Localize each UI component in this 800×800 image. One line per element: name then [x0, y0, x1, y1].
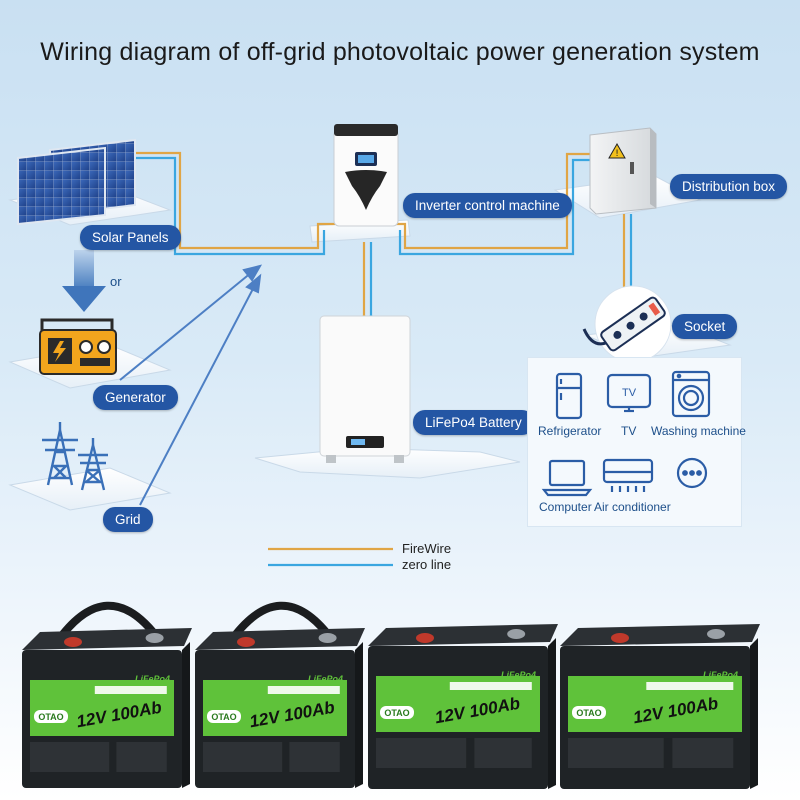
battery-warning-sticker	[568, 738, 664, 768]
solar-panels-label: Solar Panels	[80, 225, 181, 250]
battery-label: LiFePo4 Battery	[413, 410, 534, 435]
tv-icon	[606, 373, 652, 413]
positive-terminal-icon	[416, 633, 434, 643]
negative-terminal-icon	[507, 629, 526, 639]
battery-brand-text: OTAO	[576, 708, 601, 718]
battery-warning-sticker	[203, 742, 283, 772]
battery-side	[182, 642, 190, 788]
appliance-icons: TV	[541, 370, 711, 497]
battery-spec-strip	[449, 682, 532, 690]
battery-handle	[53, 601, 161, 645]
appliance-label-washing-machine: Washing machine	[651, 424, 746, 438]
legend	[268, 547, 393, 567]
socket-icon	[582, 285, 672, 363]
positive-terminal-icon	[237, 637, 255, 647]
battery-brand-badge	[572, 706, 606, 719]
appliance-label-refrigerator: Refrigerator	[538, 424, 602, 438]
generator-label: Generator	[93, 385, 178, 410]
negative-terminal-icon	[145, 633, 164, 643]
air-conditioner-icon	[602, 458, 654, 492]
inverter-icon	[333, 124, 399, 227]
inverter-label: Inverter control machine	[403, 193, 572, 218]
zero-line-distribution	[398, 158, 590, 256]
appliance-label-tv: TV	[621, 424, 637, 438]
battery-brand-text: OTAO	[38, 712, 63, 722]
battery-side-label: LiFePo4	[703, 670, 738, 680]
battery-warning-sticker	[376, 738, 467, 768]
battery-warning-sticker	[30, 742, 110, 772]
input-arrows	[119, 264, 263, 506]
generator-icon	[39, 318, 117, 375]
positive-terminal-icon	[611, 633, 629, 643]
zero-line-solar	[135, 156, 326, 256]
battery-handle	[226, 601, 334, 645]
battery-lid	[560, 624, 760, 646]
more-icon	[676, 457, 708, 489]
socket-label: Socket	[672, 314, 738, 339]
solar-panels	[17, 138, 136, 226]
wiring	[135, 151, 634, 321]
battery-info-sticker	[474, 738, 532, 768]
washing-machine-icon	[671, 370, 711, 418]
battery-spec-strip	[267, 686, 340, 694]
positive-terminal-icon	[64, 637, 82, 647]
battery-side	[548, 638, 556, 789]
distribution-box-label: Distribution box	[670, 174, 788, 199]
appliance-label-computer: Computer	[539, 500, 592, 514]
battery-lid	[368, 624, 558, 646]
battery-lid	[22, 628, 192, 650]
battery-brand-text: OTAO	[211, 712, 236, 722]
battery-side-label: LiFePo4	[308, 674, 343, 684]
appliance-label-air-conditioner: Air conditioner	[594, 500, 671, 514]
negative-terminal-icon	[318, 633, 337, 643]
computer-icon	[541, 459, 593, 497]
down-arrow-icon	[62, 250, 106, 312]
battery-info-sticker	[116, 742, 167, 772]
distribution-box-icon: !	[589, 127, 657, 215]
tv-screen-text: TV	[622, 387, 637, 399]
battery-lid	[195, 628, 365, 650]
battery-info-sticker	[289, 742, 340, 772]
battery-side-label: LiFePo4	[135, 674, 170, 684]
fire-wire-distribution	[395, 152, 590, 250]
legend-zero-line-label: zero line	[402, 557, 452, 572]
fire-wire-solar	[135, 151, 335, 250]
or-text: or	[110, 274, 122, 289]
battery-brand-badge	[380, 706, 414, 719]
battery-brand-text: OTAO	[384, 708, 409, 718]
diagram-title: Wiring diagram of off-grid photovoltaic …	[40, 38, 760, 66]
battery-side-label: LiFePo4	[501, 670, 536, 680]
battery-brand-badge	[34, 710, 68, 723]
power-grid-icon	[42, 422, 108, 491]
wall-battery-icon	[319, 315, 411, 463]
grid-label: Grid	[103, 507, 153, 532]
battery-spec-strip	[646, 682, 734, 690]
battery-side	[750, 638, 758, 789]
svg-text:!: !	[615, 149, 619, 159]
appliances-panel: TV Refrigerator TV Washing machine Compu…	[527, 357, 746, 527]
battery-info-sticker	[672, 738, 734, 768]
battery-brand-badge	[207, 710, 241, 723]
legend-fire-wire-label: FireWire	[402, 541, 452, 556]
refrigerator-icon	[555, 372, 583, 420]
negative-terminal-icon	[707, 629, 725, 639]
battery-side	[355, 642, 363, 788]
battery-spec-strip	[94, 686, 167, 694]
